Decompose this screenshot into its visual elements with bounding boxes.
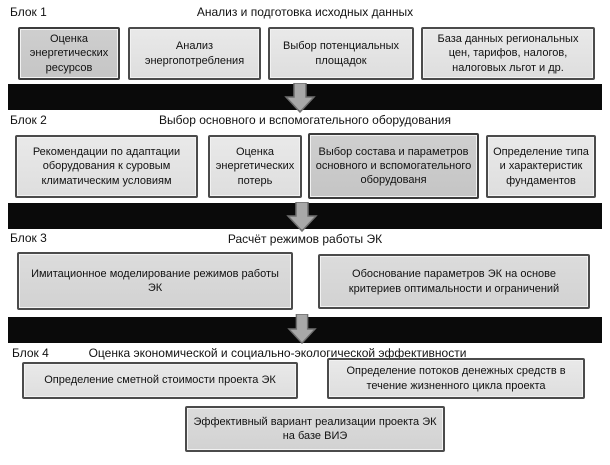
block-1-title: Анализ и подготовка исходных данных bbox=[196, 5, 414, 19]
box-potential-sites-selection: Выбор потенциальных площадок bbox=[268, 27, 414, 80]
block-2-label: Блок 2 bbox=[10, 113, 47, 127]
box-equipment-adaptation-recommendations: Рекомендации по адаптации оборудования к… bbox=[15, 135, 198, 198]
box-regional-prices-database: База данных региональных цен, тарифов, н… bbox=[421, 27, 595, 80]
box-energy-consumption-analysis: Анализ энергопотребления bbox=[128, 27, 261, 80]
box-cash-flow-determination: Определение потоков денежных средств в т… bbox=[327, 358, 585, 399]
box-energy-losses-assessment: Оценка энергетических потерь bbox=[208, 135, 302, 198]
down-arrow-icon bbox=[284, 83, 316, 113]
box-equipment-composition-selection: Выбор состава и параметров основного и в… bbox=[308, 133, 479, 199]
box-simulation-modeling: Имитационное моделирование режимов работ… bbox=[17, 252, 293, 310]
block-4-label: Блок 4 bbox=[12, 346, 49, 360]
block-1-label: Блок 1 bbox=[10, 5, 47, 19]
block-3-label: Блок 3 bbox=[10, 231, 47, 245]
down-arrow-icon bbox=[287, 314, 317, 344]
block-4-title: Оценка экономической и социально-экологи… bbox=[88, 346, 467, 360]
box-project-cost-estimation: Определение сметной стоимости проекта ЭК bbox=[22, 362, 298, 399]
box-effective-project-variant: Эффективный вариант реализации проекта Э… bbox=[185, 406, 445, 452]
box-parameter-justification: Обоснование параметров ЭК на основе крит… bbox=[318, 254, 590, 309]
box-foundation-type-determination: Определение типа и характеристик фундаме… bbox=[486, 135, 596, 198]
block-2-title: Выбор основного и вспомогательного обору… bbox=[159, 113, 451, 127]
down-arrow-icon bbox=[286, 202, 318, 232]
box-energy-resources-assessment: Оценка энергетических ресурсов bbox=[18, 27, 120, 80]
block-3-title: Расчёт режимов работы ЭК bbox=[227, 232, 383, 246]
